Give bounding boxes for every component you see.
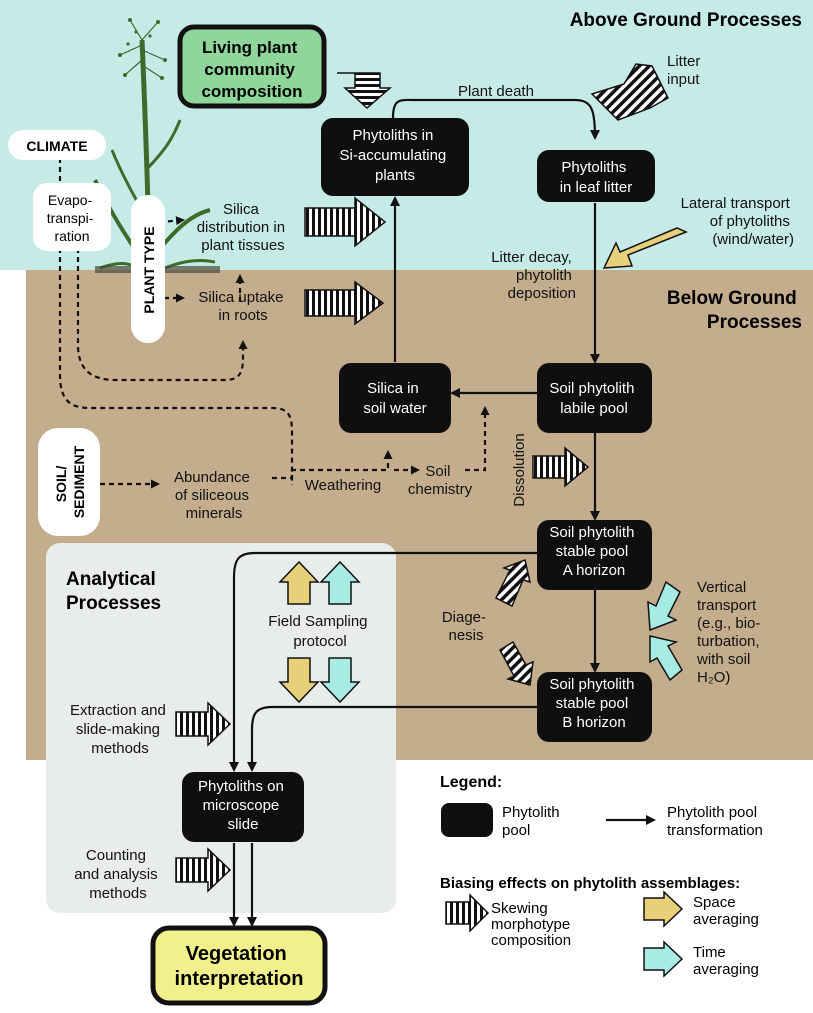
pool-stable-b: Soil phytolith stable pool B horizon [537, 672, 652, 742]
lateral-transport-label: Lateral transport of phytoliths (wind/wa… [681, 195, 794, 248]
legend-time-arrow [643, 940, 684, 978]
legend-biasing-title: Biasing effects on phytolith assemblages… [440, 875, 740, 892]
skew-arrow-dissolution [532, 446, 590, 488]
plant-death-label: Plant death [458, 83, 534, 100]
living-plant-box [177, 24, 327, 109]
vertical-transport-arrow-1 [647, 580, 681, 632]
vertical-transport-label: Vertical transport (e.g., bio- turbation… [696, 579, 765, 686]
living-plant-label: Living plant community composition [201, 38, 302, 101]
pool-si-plants: Phytoliths in Si-accumulating plants [321, 118, 469, 196]
field-sampling-arrows [278, 560, 361, 704]
above-ground-title: Above Ground Processes [570, 10, 802, 31]
vegetation-label: Vegetation interpretation [175, 943, 304, 990]
skew-arrow-extraction [175, 701, 232, 747]
svg-text:CLIMATE: CLIMATE [26, 138, 87, 154]
field-sampling-label: Field Sampling protocol [268, 613, 371, 650]
extraction-label: Extraction and slide-making methods [70, 702, 170, 757]
pool-labile: Soil phytolith labile pool [537, 363, 652, 433]
litter-decay-label: Litter decay, phytolith deposition [491, 249, 576, 302]
grass-seed-heads [118, 18, 167, 80]
svg-text:SOIL/ SEDIMENT: SOIL/ SEDIMENT [53, 445, 87, 518]
svg-text:Phytoliths in Si-accumul: Phytoliths in Si-accumulating plants [340, 127, 451, 184]
plant-death-arrow [391, 98, 600, 140]
legend-space-arrow [643, 890, 684, 928]
evapotranspiration-node: Evapo- transpi- ration [33, 183, 111, 251]
litter-input-label: Litter input [667, 53, 705, 88]
diagram-labels: Plant death Litter input Lateral transpo… [70, 53, 794, 902]
weathering-label: Weathering [305, 477, 381, 494]
stable-a-to-slide-arrow [229, 551, 537, 772]
skew-arrow-counting [175, 847, 232, 893]
silica-distribution-label: Silica distribution in plant tissues [197, 201, 290, 254]
legend: Legend: Phytolith pool Phytolith pool tr… [440, 774, 763, 978]
svg-text:Silica in soil water: Silica in soil water [363, 380, 426, 417]
diagenesis-label: Diage- nesis [442, 609, 490, 644]
skew-arrow-distribution [304, 196, 387, 248]
skew-arrow-diagenesis-1 [494, 558, 532, 608]
time-arrow-up [319, 560, 361, 605]
time-arrow-down [319, 657, 361, 704]
legend-title: Legend: [440, 774, 502, 791]
svg-text:Evapo- transpi- ra: Evapo- transpi- ration [47, 192, 98, 244]
transformation-arrows [229, 98, 600, 927]
skew-arrow-diagenesis-2 [499, 640, 534, 686]
svg-text:PLANT TYPE: PLANT TYPE [141, 226, 157, 313]
analytical-title: Analytical Processes [66, 569, 161, 614]
silica-uptake-label: Silica uptake in roots [198, 289, 287, 324]
pool-microscope-slide: Phytoliths on microscope slide [182, 772, 304, 842]
climate-driver: CLIMATE [8, 130, 106, 160]
svg-text:Phytoliths in leaf litte: Phytoliths in leaf litter [560, 159, 633, 196]
svg-text:Soil phytolith labile po: Soil phytolith labile pool [549, 380, 638, 417]
below-ground-title: Below Ground Processes [667, 288, 802, 333]
pool-silica-soil-water: Silica in soil water [339, 363, 451, 433]
space-arrow-down [278, 657, 320, 704]
soil-chemistry-label: Soil chemistry [408, 463, 473, 498]
skew-arrow-plant-community [337, 72, 393, 110]
vertical-transport-arrow-2 [649, 635, 683, 682]
dissolution-label: Dissolution [511, 433, 528, 506]
skew-arrow-litter-input [590, 63, 669, 121]
pool-leaf-litter: Phytoliths in leaf litter [537, 150, 655, 202]
legend-transform-label: Phytolith pool transformation [667, 804, 763, 839]
legend-pool-swatch [441, 803, 493, 837]
abundance-label: Abundance of siliceous minerals [174, 469, 254, 522]
driver-dashed-arrows [58, 158, 490, 489]
pool-stable-a: Soil phytolith stable pool A horizon [537, 520, 652, 590]
skew-arrow-uptake [304, 280, 385, 326]
vegetation-box [150, 925, 328, 1006]
counting-label: Counting and analysis methods [74, 847, 162, 902]
legend-pool-label: Phytolith pool [502, 804, 564, 839]
svg-text:Phytoliths on microscope: Phytoliths on microscope slide [198, 778, 288, 833]
skewing-arrows [175, 63, 669, 893]
svg-text:Soil phytolith stable po: Soil phytolith stable pool A horizon [549, 524, 638, 579]
lateral-transport-arrow [602, 227, 688, 269]
svg-text:Soil phytolith stable po: Soil phytolith stable pool B horizon [549, 676, 638, 731]
space-arrow-up [278, 560, 320, 605]
legend-time-label: Time averaging [693, 944, 759, 978]
soil-sediment-driver: SOIL/ SEDIMENT [38, 428, 100, 536]
stable-b-to-slide-arrow [247, 705, 537, 772]
legend-skew-arrow [445, 893, 490, 933]
legend-space-label: Space averaging [693, 894, 759, 928]
plant-type-driver: PLANT TYPE [131, 195, 165, 343]
legend-skew-label: Skewing morphotype composition [491, 900, 574, 949]
